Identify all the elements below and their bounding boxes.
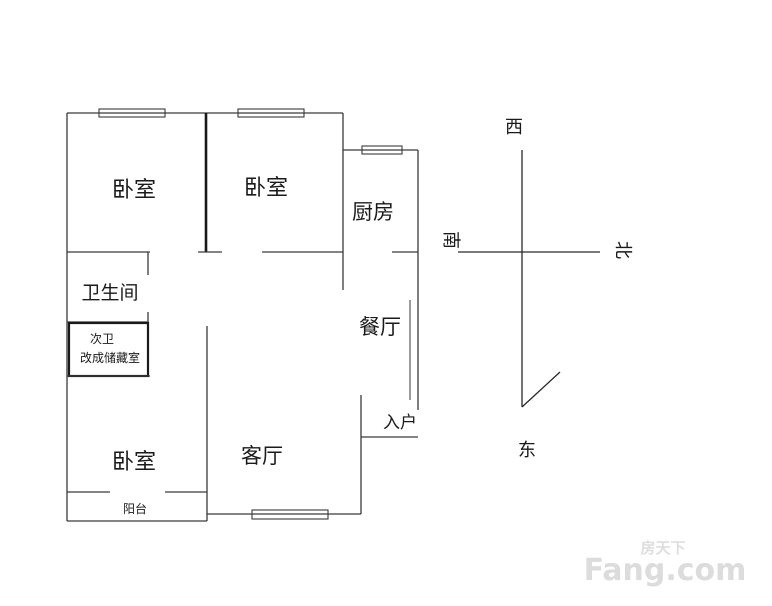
- label-bathroom: 卫生间: [81, 282, 138, 304]
- storage-room-box: [67, 321, 150, 378]
- label-entrance: 入户: [383, 413, 417, 433]
- walls: [66, 112, 419, 522]
- compass-label-bottom: 东: [518, 440, 536, 461]
- compass-label-left: 南: [440, 231, 461, 249]
- label-converted-storage: 改成储藏室: [80, 350, 140, 365]
- fang-logo-icon: 房天下 Fang.com: [584, 539, 747, 588]
- label-dining: 餐厅: [359, 315, 401, 339]
- label-bedroom-top-left: 卧室: [112, 178, 156, 203]
- compass-arrow-tail: [521, 371, 561, 408]
- windows: [98, 108, 403, 520]
- watermark-brand-cn: 房天下: [640, 539, 685, 557]
- compass-label-right: 北: [612, 241, 633, 259]
- watermark-brand-en: Fang.com: [584, 553, 747, 588]
- label-secondary-bath: 次卫: [90, 332, 114, 346]
- room-labels: 卧室 卧室 厨房 卫生间 次卫 改成储藏室 餐厅 卧室 客厅 阳台 入户: [80, 176, 417, 516]
- compass-rose: 西 南 北 东: [440, 117, 633, 461]
- label-bedroom-top-mid: 卧室: [244, 176, 288, 201]
- label-balcony: 阳台: [123, 501, 147, 516]
- label-bedroom-bottom-left: 卧室: [112, 450, 156, 475]
- label-living-room: 客厅: [241, 444, 283, 468]
- label-kitchen: 厨房: [352, 200, 394, 224]
- watermark: 房天下 Fang.com: [584, 539, 747, 588]
- compass-label-top: 西: [505, 117, 523, 138]
